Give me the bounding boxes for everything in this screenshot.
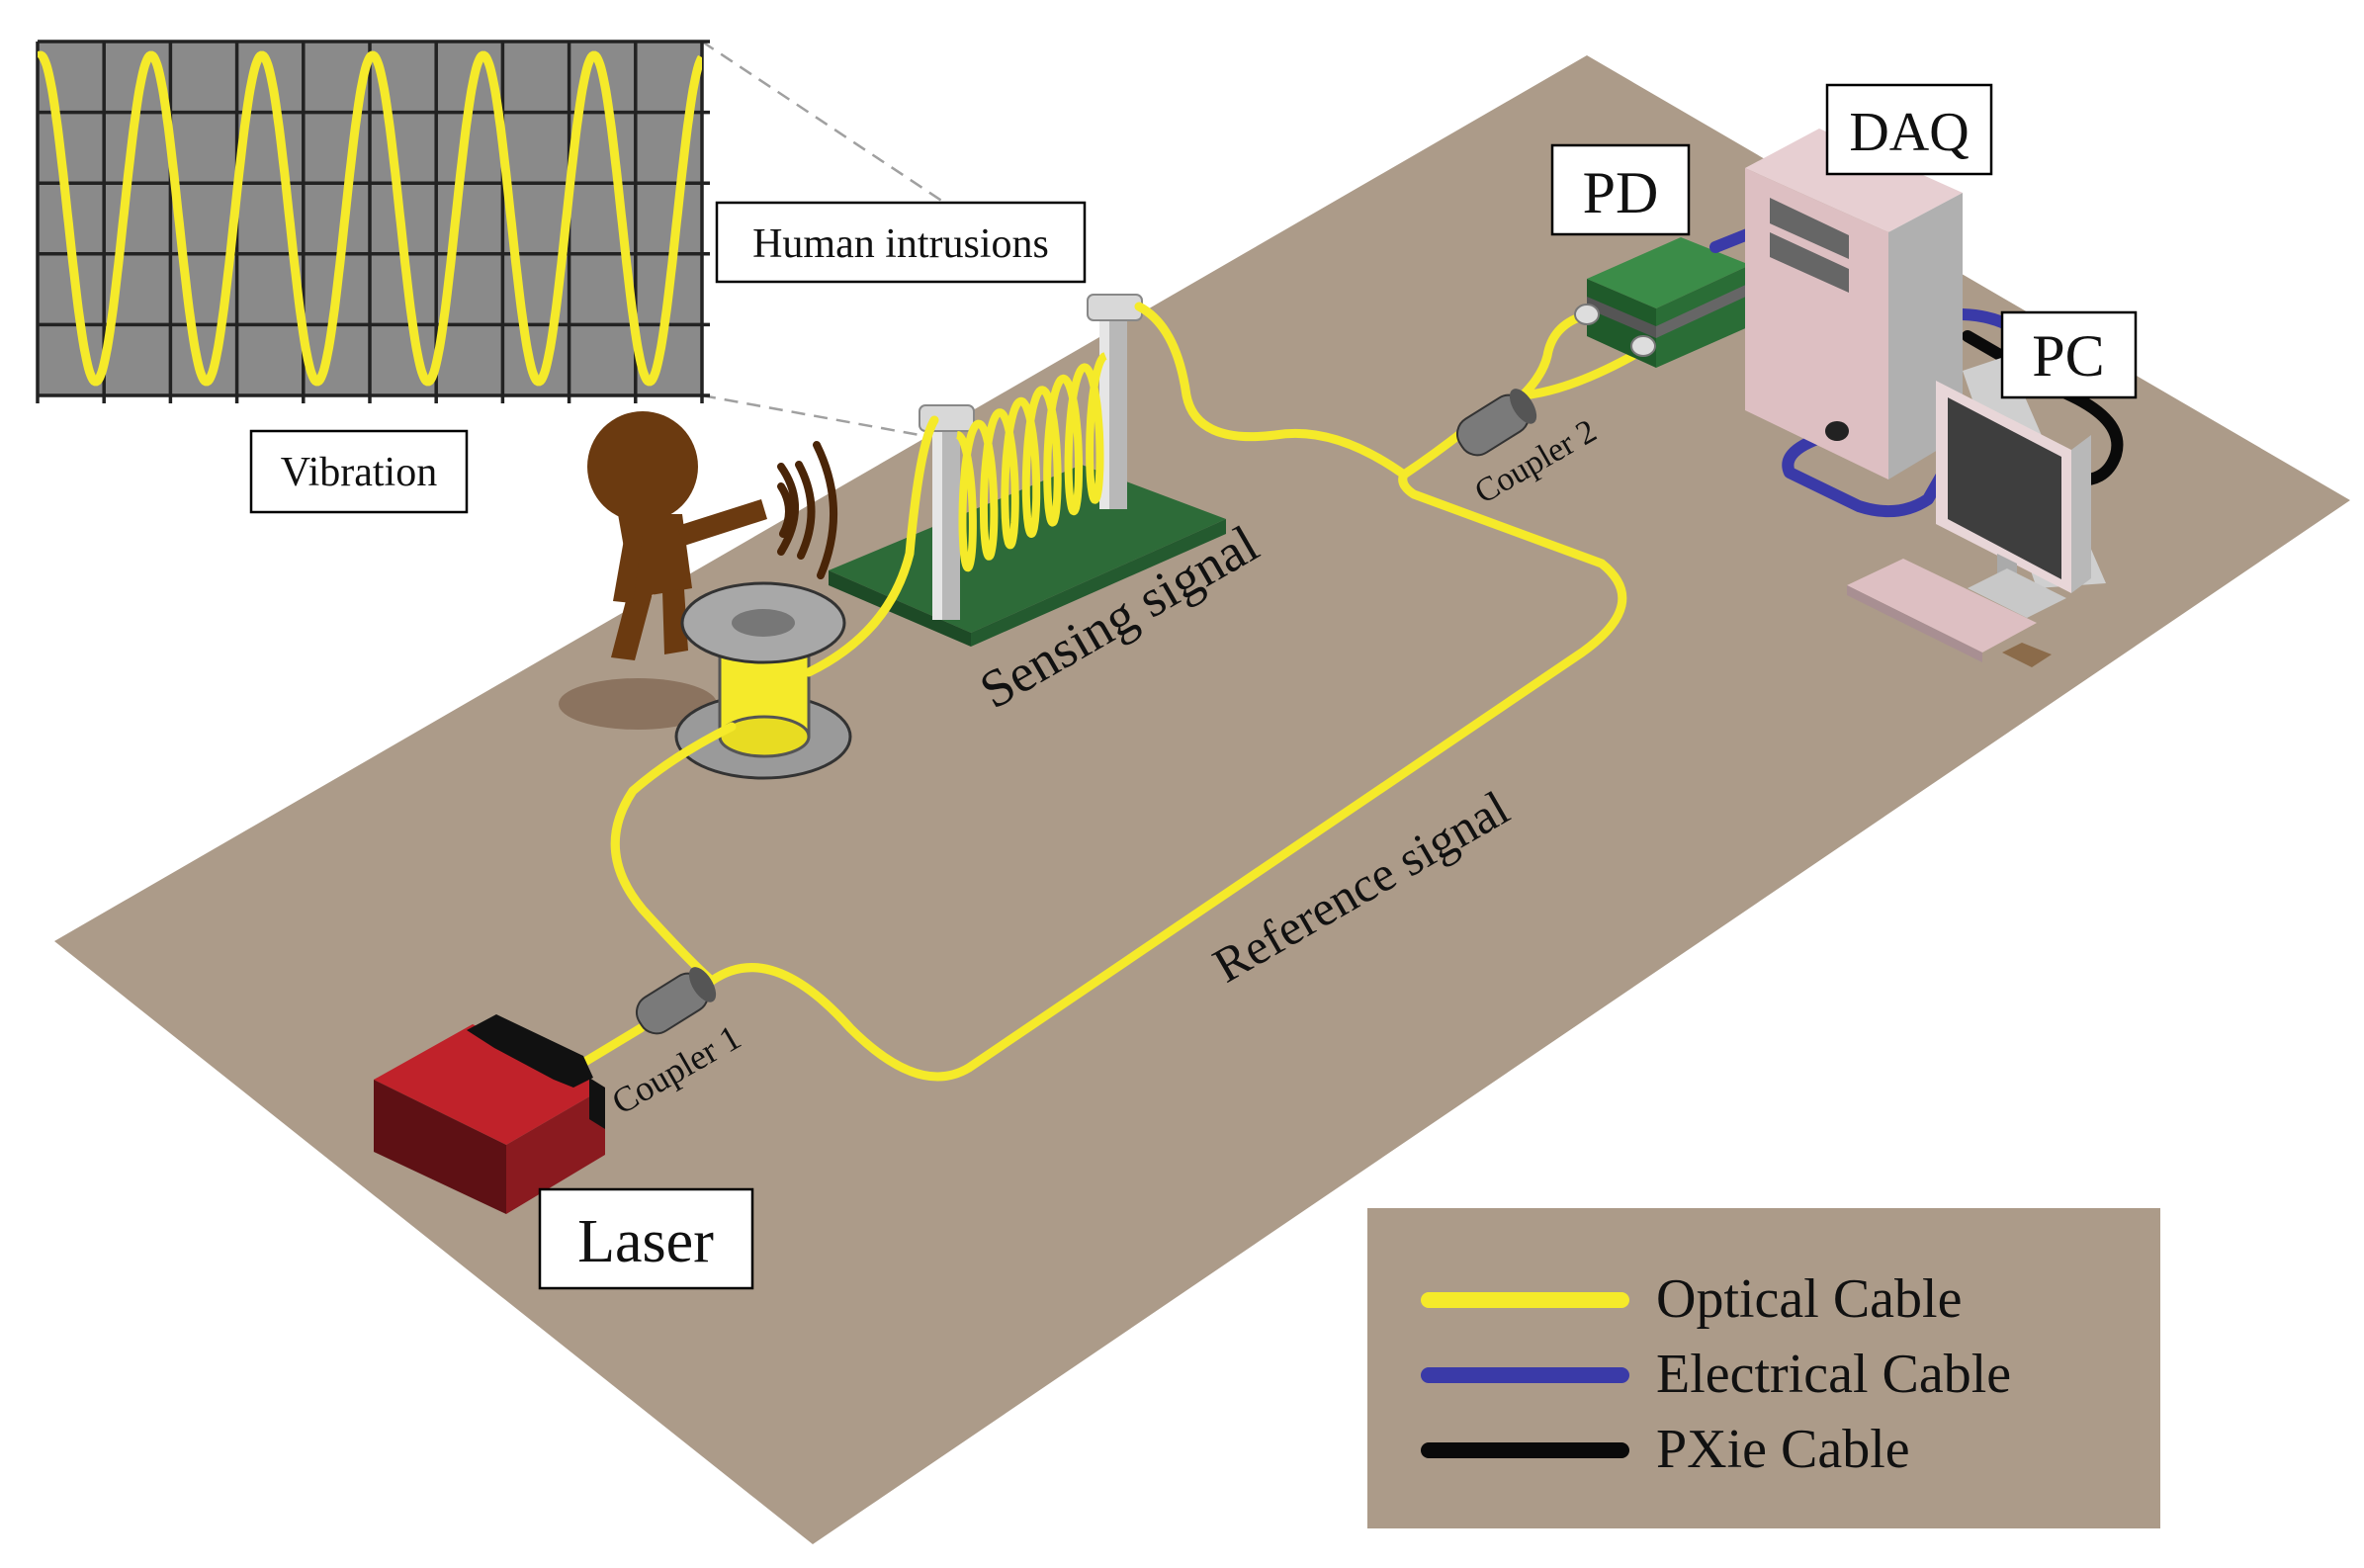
laser-icon: [374, 1014, 605, 1214]
legend-label-electrical: Electrical Cable: [1656, 1344, 2011, 1405]
mouse-icon: [2002, 643, 2052, 667]
photodetector-icon: [1574, 237, 1750, 368]
human-intrusions-text: Human intrusions: [752, 221, 1049, 267]
vibration-waveform: [38, 50, 702, 387]
optical-cables: [578, 302, 1646, 1082]
legend-label-optical: Optical Cable: [1656, 1268, 1962, 1330]
daq-text: DAQ: [1849, 102, 1969, 163]
pd-text: PD: [1583, 160, 1659, 225]
floor: [54, 55, 2350, 1544]
sensing-coil: [954, 352, 1108, 572]
oscilloscope-panel: [36, 40, 710, 403]
fiber-spool-icon: [674, 581, 852, 780]
human-intrusions-label: Human intrusions: [715, 201, 1087, 284]
rod-right: [1087, 294, 1143, 509]
pc-text: PC: [2032, 323, 2104, 389]
coupler-1: [635, 967, 717, 1035]
laser-text: Laser: [577, 1208, 714, 1275]
keyboard-icon: [1847, 559, 2037, 662]
laser-label: Laser: [538, 1187, 754, 1290]
pxie-cable: [1962, 330, 2124, 486]
vibration-waves-icon: [777, 441, 837, 579]
human-icon: [559, 411, 767, 730]
daq-label: DAQ: [1825, 83, 1993, 176]
pd-label: PD: [1550, 143, 1691, 236]
vibration-text: Vibration: [281, 450, 437, 495]
monitor-icon: [1936, 356, 2106, 618]
vibration-label: Vibration: [249, 429, 469, 514]
coupler-2: [1455, 389, 1537, 457]
legend-label-pxie: PXie Cable: [1656, 1419, 1910, 1480]
pc-label: PC: [2000, 310, 2138, 399]
zoom-lines: [701, 40, 950, 437]
